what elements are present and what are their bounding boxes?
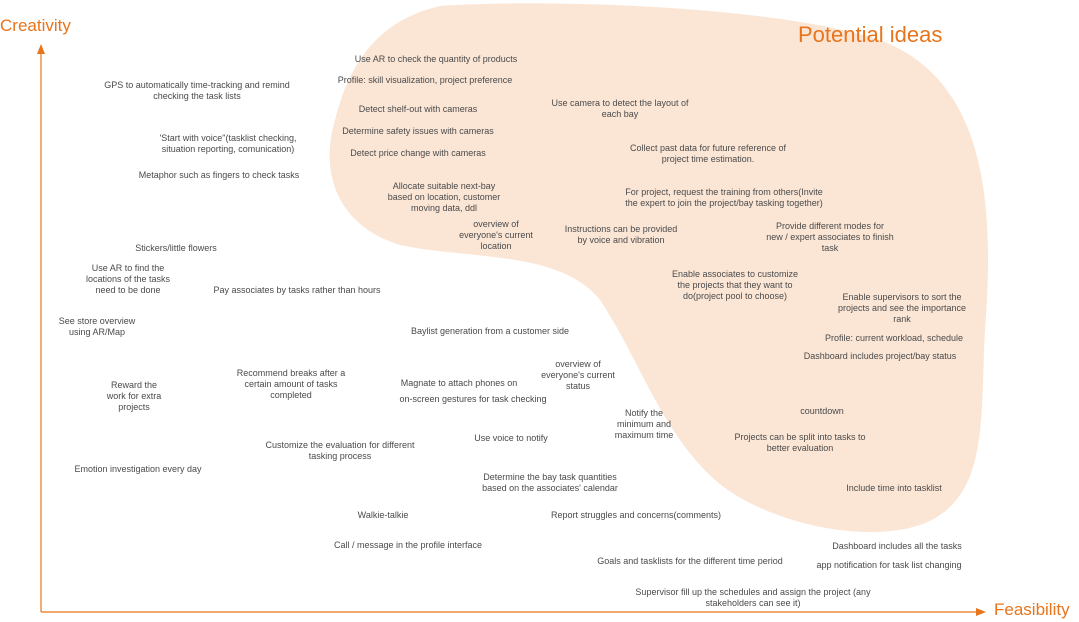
idea-note: Enable supervisors to sort the projects … xyxy=(837,292,967,324)
idea-note: Customize the evaluation for different t… xyxy=(265,440,415,461)
idea-note: Use voice to notify xyxy=(474,433,548,443)
x-axis-arrowhead xyxy=(976,608,986,616)
idea-note: overview of everyone's current status xyxy=(541,359,615,391)
idea-note: Enable associates to customize the proje… xyxy=(671,269,799,301)
potential-ideas-region xyxy=(329,3,989,533)
idea-note: app notification for task list changing xyxy=(816,560,962,570)
idea-note: Recommend breaks after a certain amount … xyxy=(236,368,346,400)
idea-note: Dashboard includes project/bay status xyxy=(803,351,957,361)
idea-note: Goals and tasklists for the different ti… xyxy=(597,556,783,566)
idea-note: Detect shelf-out with cameras xyxy=(358,104,478,114)
idea-note: Instructions can be provided by voice an… xyxy=(564,224,678,245)
idea-note: Walkie-talkie xyxy=(357,510,409,520)
idea-note: Report struggles and concerns(comments) xyxy=(550,510,722,520)
idea-note: 'Start with voice"(tasklist checking, si… xyxy=(159,133,297,154)
idea-note: Reward the work for extra projects xyxy=(106,380,162,412)
idea-note: Notify the minimum and maximum time xyxy=(614,408,674,440)
y-axis-title: Creativity xyxy=(0,16,71,35)
idea-note: Profile: current workload, schedule xyxy=(824,333,964,343)
idea-note: Use camera to detect the layout of each … xyxy=(551,98,689,119)
idea-note: countdown xyxy=(800,406,844,416)
x-axis-title: Feasibility xyxy=(994,600,1070,619)
idea-note: For project, request the training from o… xyxy=(625,187,823,208)
idea-note: See store overview using AR/Map xyxy=(58,316,136,337)
idea-note: Collect past data for future reference o… xyxy=(629,143,787,164)
potential-ideas-title: Potential ideas xyxy=(798,22,943,47)
idea-note: on-screen gestures for task checking xyxy=(399,394,547,404)
idea-note: Emotion investigation every day xyxy=(74,464,202,474)
idea-note: Include time into tasklist xyxy=(846,483,942,493)
idea-note: overview of everyone's current location xyxy=(459,219,533,251)
idea-note: Use AR to find the locations of the task… xyxy=(85,263,171,295)
y-axis-arrowhead xyxy=(37,44,45,54)
idea-note: Magnate to attach phones on xyxy=(400,378,518,388)
idea-note: Use AR to check the quantity of products xyxy=(354,54,518,64)
idea-note: Metaphor such as fingers to check tasks xyxy=(138,170,300,180)
idea-note: Stickers/little flowers xyxy=(135,243,217,253)
idea-note: Provide different modes for new / expert… xyxy=(766,221,894,253)
idea-note: Baylist generation from a customer side xyxy=(410,326,570,336)
idea-note: Detect price change with cameras xyxy=(350,148,486,158)
idea-note: Projects can be split into tasks to bett… xyxy=(734,432,866,453)
idea-note: Pay associates by tasks rather than hour… xyxy=(213,285,381,295)
idea-note: Supervisor fill up the schedules and ass… xyxy=(635,587,871,608)
idea-note: GPS to automatically time-tracking and r… xyxy=(104,80,290,101)
idea-note: Call / message in the profile interface xyxy=(333,540,483,550)
idea-note: Allocate suitable next-bay based on loca… xyxy=(387,181,501,213)
idea-note: Determine the bay task quantities based … xyxy=(482,472,618,493)
idea-note: Profile: skill visualization, project pr… xyxy=(337,75,513,85)
idea-note: Dashboard includes all the tasks xyxy=(832,541,962,551)
idea-note: Determine safety issues with cameras xyxy=(342,126,494,136)
